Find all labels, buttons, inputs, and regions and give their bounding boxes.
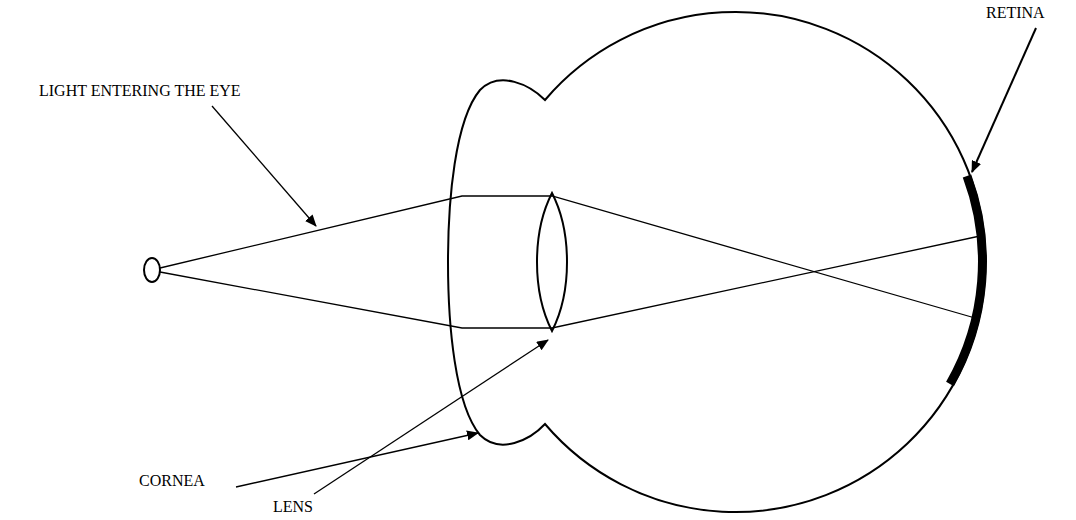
retina-band [950,176,982,384]
light-ray [160,196,975,318]
leader-arrow [972,28,1036,172]
leader-arrow [314,340,548,494]
part-label: RETINA [985,4,1046,22]
part-label: CORNEA [138,472,206,490]
eye-outline [448,12,985,512]
part-label: LENS [272,498,314,516]
leader-arrow [236,433,478,487]
light-source [144,258,160,282]
light-ray [160,236,980,328]
eye-lens [537,193,567,331]
part-label: LIGHT ENTERING THE EYE [38,82,242,100]
leader-arrow [212,106,316,226]
